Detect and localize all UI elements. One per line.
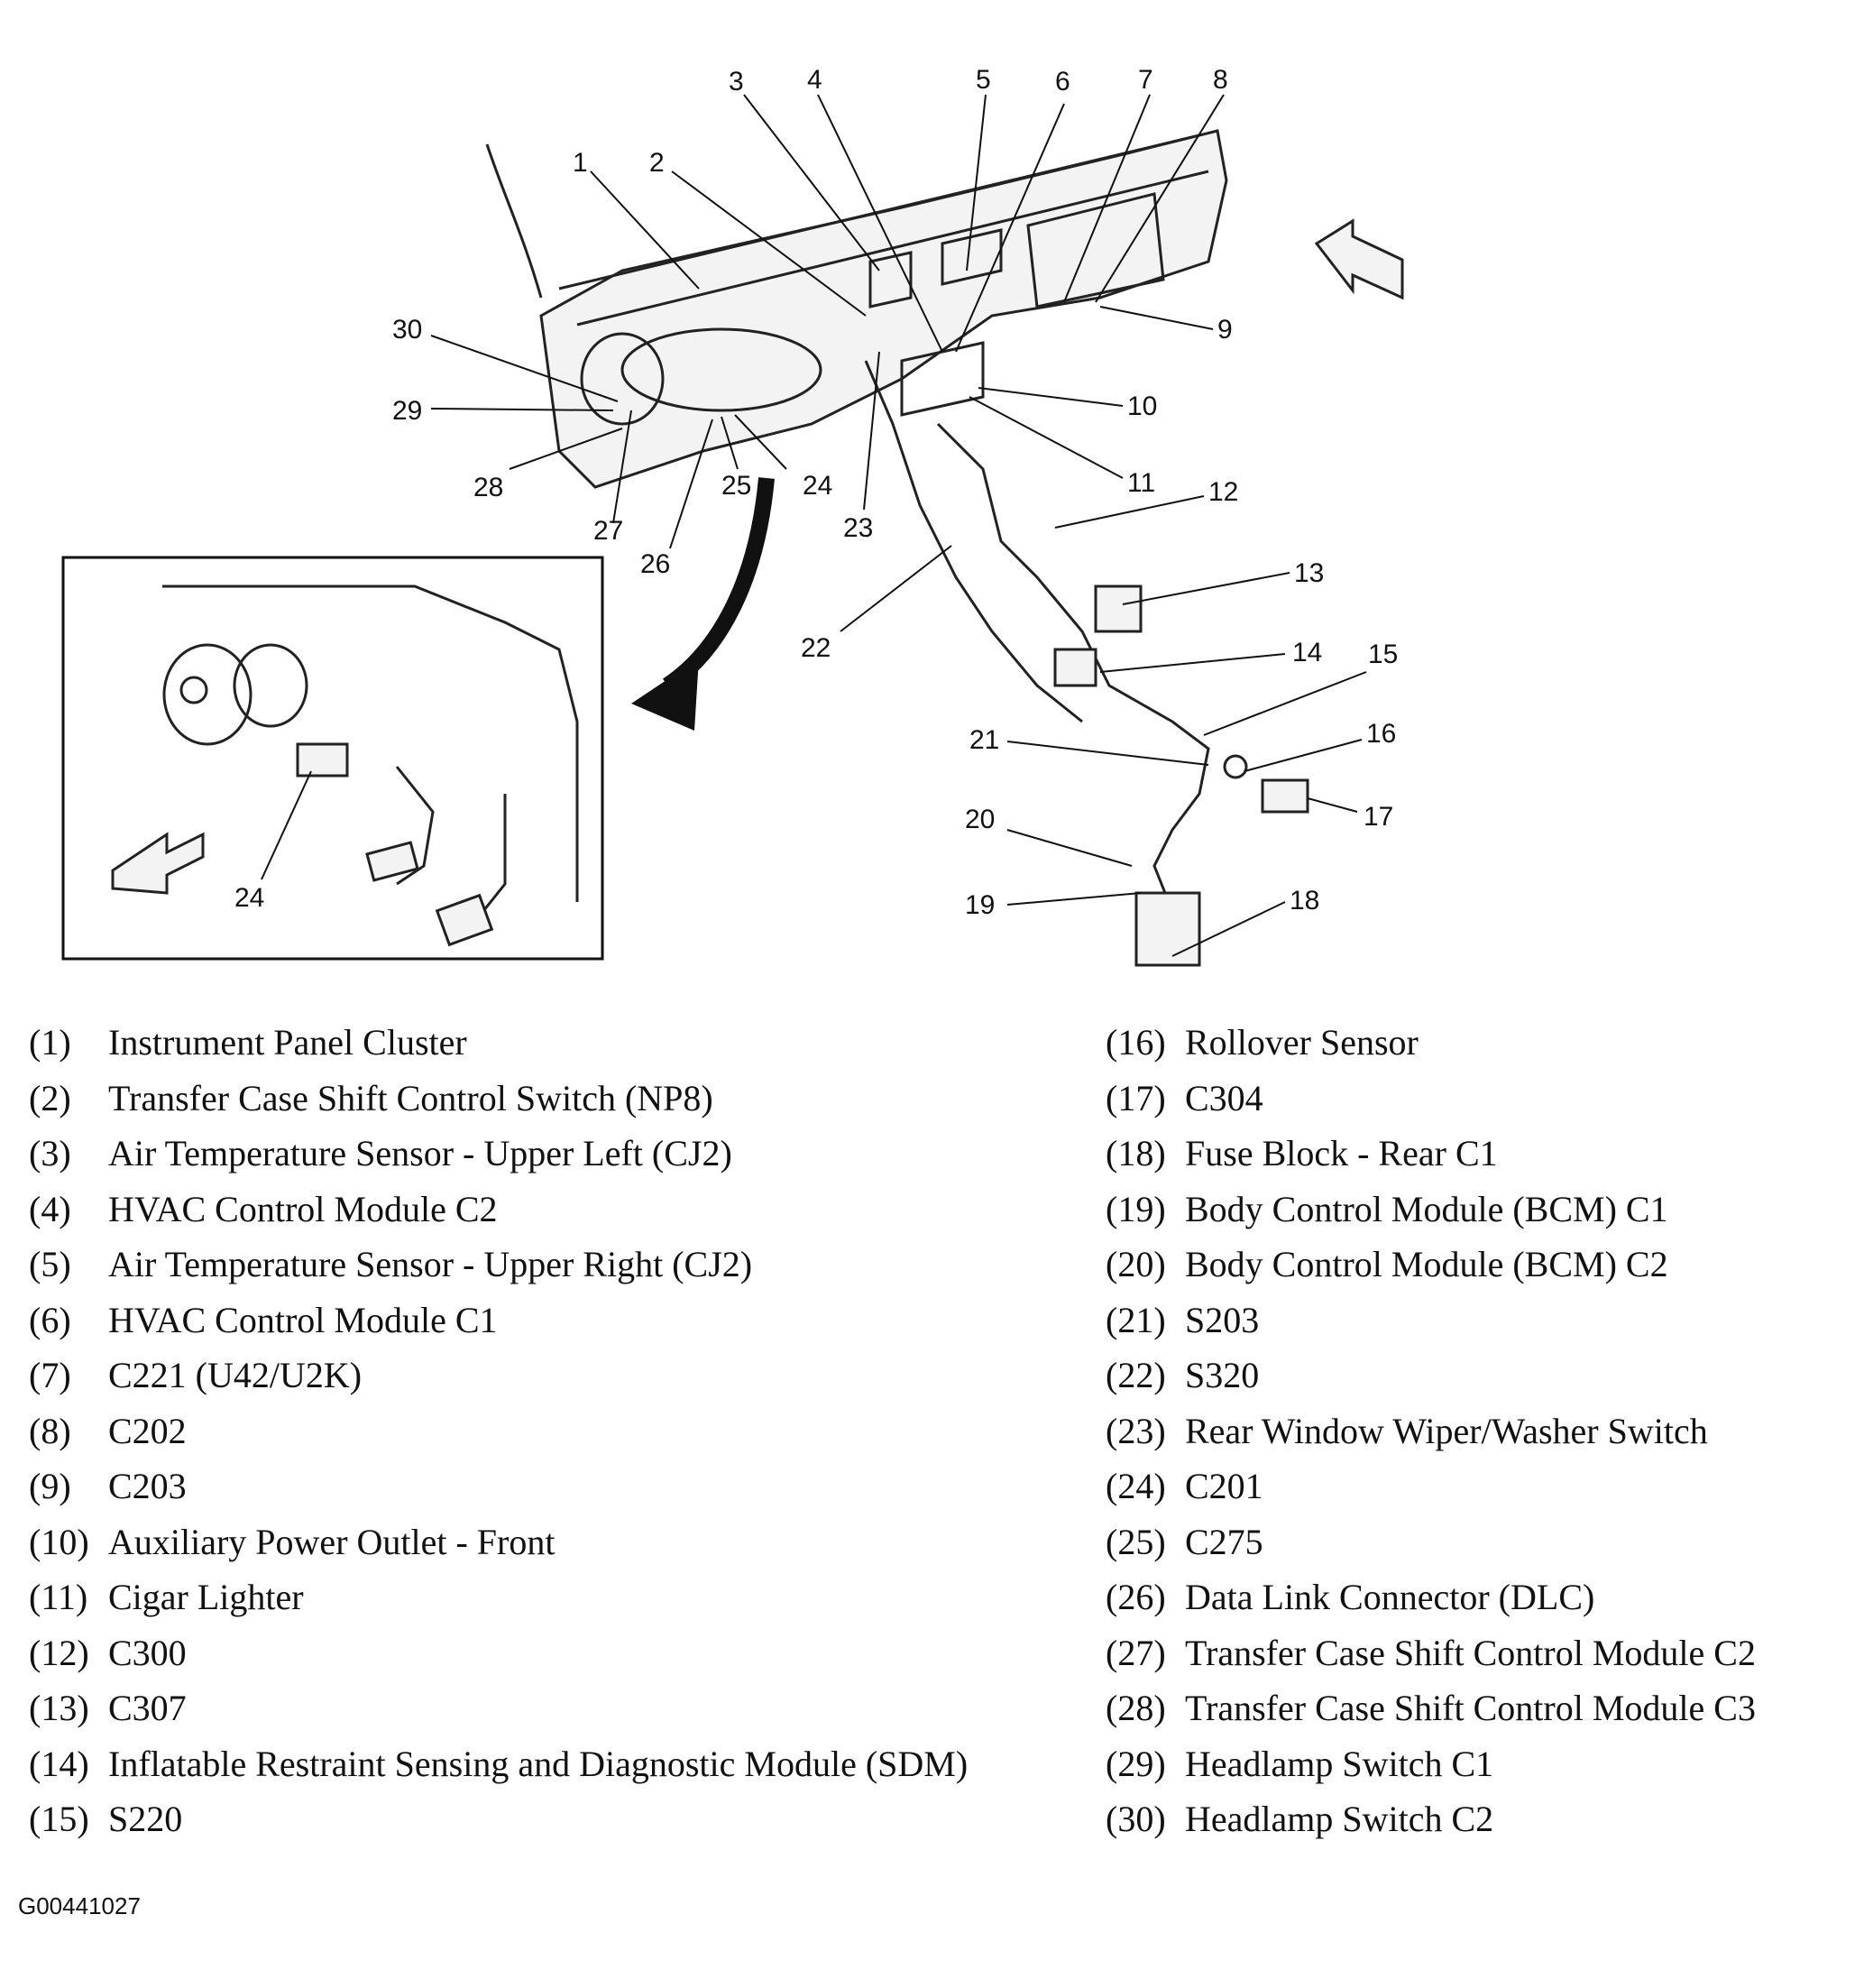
legend-item: (3)Air Temperature Sensor - Upper Left (… xyxy=(29,1133,732,1173)
legend-item: (9)C203 xyxy=(29,1466,187,1506)
callout-16: 16 xyxy=(1366,719,1396,749)
callout-6: 6 xyxy=(1055,67,1070,97)
figure-code: G00441027 xyxy=(18,1892,141,1919)
legend-item: (7)C221 (U42/U2K) xyxy=(29,1355,363,1395)
callout-30: 30 xyxy=(392,315,422,345)
legend-item: (24)C201 xyxy=(1106,1466,1263,1506)
legend-item: (14)Inflatable Restraint Sensing and Dia… xyxy=(29,1743,969,1784)
callout-13: 13 xyxy=(1294,558,1324,588)
callout-12: 12 xyxy=(1208,477,1238,507)
inset-callout-24: 24 xyxy=(234,883,264,913)
callout-3: 3 xyxy=(729,67,744,97)
legend-item: (6)HVAC Control Module C1 xyxy=(29,1299,498,1340)
legend-item: (30)Headlamp Switch C2 xyxy=(1106,1799,1494,1839)
callout-20: 20 xyxy=(965,805,995,834)
legend-item: (15)S220 xyxy=(29,1799,183,1839)
callout-8: 8 xyxy=(1213,65,1228,95)
instrument-panel-diagram: 24 1 2 3 4 xyxy=(61,65,1404,967)
legend-item: (17)C304 xyxy=(1106,1077,1263,1118)
legend-item: (22)S320 xyxy=(1106,1355,1260,1395)
legend-item: (1)Instrument Panel Cluster xyxy=(29,1022,467,1063)
legend-item: (2)Transfer Case Shift Control Switch (N… xyxy=(29,1077,713,1118)
callout-2: 2 xyxy=(649,148,665,178)
direction-arrow-icon xyxy=(1314,218,1404,300)
callout-9: 9 xyxy=(1217,315,1233,345)
callout-14: 14 xyxy=(1292,638,1322,667)
callout-5: 5 xyxy=(976,65,991,95)
legend-item: (25)C275 xyxy=(1106,1521,1263,1562)
callout-labels: 1 2 3 4 5 6 7 8 9 10 11 12 13 14 15 16 1… xyxy=(392,65,1398,920)
callout-29: 29 xyxy=(392,396,422,426)
legend-item: (19)Body Control Module (BCM) C1 xyxy=(1106,1188,1668,1229)
legend-item: (8)C202 xyxy=(29,1410,187,1451)
callout-7: 7 xyxy=(1138,65,1153,95)
callout-15: 15 xyxy=(1368,640,1398,669)
callout-17: 17 xyxy=(1364,802,1393,832)
legend-right-column: (16)Rollover Sensor (17)C304 (18)Fuse Bl… xyxy=(1106,1015,1756,1847)
detail-arrow-icon xyxy=(631,477,775,731)
legend-item: (16)Rollover Sensor xyxy=(1106,1022,1419,1063)
callout-18: 18 xyxy=(1290,886,1319,916)
legend-item: (4)HVAC Control Module C2 xyxy=(29,1188,498,1229)
legend-item: (26)Data Link Connector (DLC) xyxy=(1106,1577,1595,1617)
legend-item: (28)Transfer Case Shift Control Module C… xyxy=(1106,1688,1756,1728)
legend-item: (23)Rear Window Wiper/Washer Switch xyxy=(1106,1410,1708,1451)
callout-22: 22 xyxy=(801,633,831,663)
legend-item: (29)Headlamp Switch C1 xyxy=(1106,1743,1494,1784)
callout-19: 19 xyxy=(965,890,995,920)
callout-11: 11 xyxy=(1127,468,1155,498)
callout-23: 23 xyxy=(843,513,873,543)
legend-item: (21)S203 xyxy=(1106,1299,1260,1340)
legend-item: (11)Cigar Lighter xyxy=(29,1577,304,1617)
leader-lines xyxy=(430,94,1367,957)
callout-10: 10 xyxy=(1127,391,1157,421)
inset-detail-box: 24 xyxy=(61,556,604,961)
callout-27: 27 xyxy=(593,516,623,546)
legend-item: (12)C300 xyxy=(29,1632,187,1673)
instrument-panel-illustration xyxy=(485,129,1309,967)
legend-item: (27)Transfer Case Shift Control Module C… xyxy=(1106,1632,1756,1673)
callout-21: 21 xyxy=(969,725,999,755)
legend-item: (20)Body Control Module (BCM) C2 xyxy=(1106,1244,1668,1284)
callout-1: 1 xyxy=(573,148,588,178)
callout-24: 24 xyxy=(803,471,832,501)
legend-item: (18)Fuse Block - Rear C1 xyxy=(1106,1133,1498,1173)
legend-left-column: (1)Instrument Panel Cluster (2)Transfer … xyxy=(29,1015,968,1847)
callout-26: 26 xyxy=(640,549,670,579)
callout-4: 4 xyxy=(807,65,822,95)
callout-25: 25 xyxy=(721,471,751,501)
legend-item: (5)Air Temperature Sensor - Upper Right … xyxy=(29,1244,753,1284)
legend-item: (10)Auxiliary Power Outlet - Front xyxy=(29,1521,556,1562)
callout-28: 28 xyxy=(473,473,503,502)
legend-item: (13)C307 xyxy=(29,1688,187,1728)
